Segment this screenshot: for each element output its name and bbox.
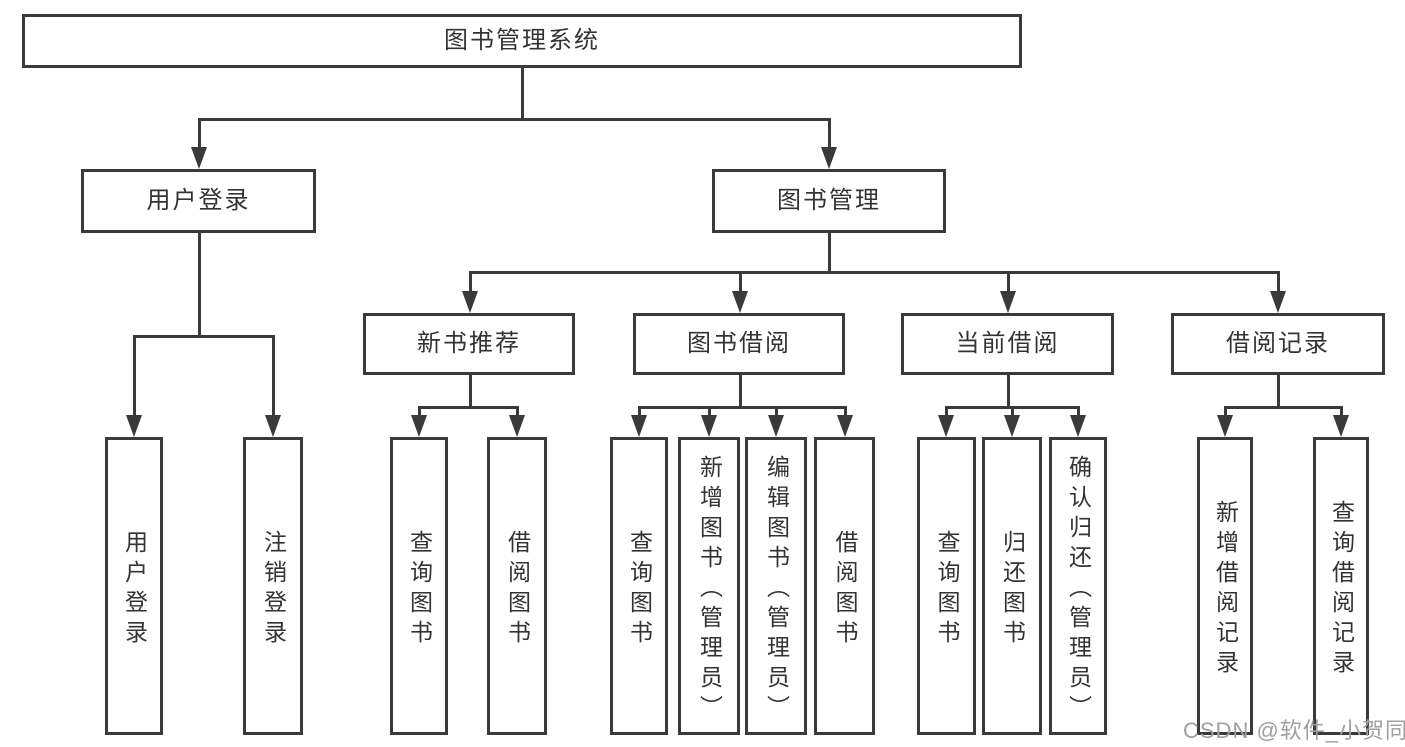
- connector-line: [944, 407, 948, 416]
- node-label: 查询图书: [406, 529, 433, 650]
- arrowhead-down-icon: [509, 415, 525, 437]
- connector-line: [843, 407, 847, 416]
- node-login: 用户登录: [105, 437, 163, 735]
- connector-line: [468, 375, 472, 408]
- connector-line: [1223, 407, 1227, 416]
- connector-line: [1006, 375, 1010, 408]
- node-query-books-2: 查询图书: [610, 437, 668, 735]
- node-confirm-return: 确认归还（管理员）: [1049, 437, 1107, 735]
- connector-line: [774, 407, 778, 416]
- arrowhead-down-icon: [1333, 415, 1349, 437]
- connector-line: [271, 336, 275, 416]
- connector-line: [707, 407, 711, 416]
- connector-line: [1223, 405, 1343, 409]
- connector-line: [1010, 407, 1014, 416]
- connector-line: [827, 119, 831, 148]
- connector-line: [1006, 272, 1010, 292]
- node-label: 用户登录: [146, 187, 251, 214]
- connector-line: [520, 68, 524, 119]
- node-borrowing-records: 借阅记录: [1171, 313, 1385, 375]
- arrowhead-down-icon: [1217, 415, 1233, 437]
- connector-line: [1276, 375, 1280, 408]
- connector-line: [197, 119, 201, 148]
- arrowhead-down-icon: [462, 291, 478, 313]
- arrowhead-down-icon: [191, 147, 207, 169]
- node-logout: 注销登录: [243, 437, 303, 735]
- node-label: 确认归还（管理员）: [1065, 454, 1092, 725]
- node-label: 图书管理系统: [444, 27, 600, 54]
- arrowhead-down-icon: [768, 415, 784, 437]
- connector-line: [515, 407, 519, 416]
- arrowhead-down-icon: [631, 415, 647, 437]
- connector-line: [1276, 272, 1280, 292]
- connector-line: [738, 375, 742, 408]
- node-borrow-books-2: 借阅图书: [814, 437, 875, 735]
- arrowhead-down-icon: [1270, 291, 1286, 313]
- watermark: CSDN @软件_小贺同学: [1183, 718, 1405, 743]
- node-book-management: 图书管理: [712, 169, 946, 233]
- arrowhead-down-icon: [1004, 415, 1020, 437]
- node-label: 借阅图书: [504, 529, 531, 650]
- node-label: 新增图书（管理员）: [696, 454, 723, 725]
- connector-line: [417, 407, 421, 416]
- connector-line: [637, 405, 847, 409]
- connector-line: [468, 270, 1280, 274]
- node-query-books-1: 查询图书: [390, 437, 448, 735]
- node-borrow-books-1: 借阅图书: [487, 437, 547, 735]
- connector-line: [1339, 407, 1343, 416]
- node-label: 归还图书: [999, 529, 1026, 650]
- node-label: 查询借阅记录: [1328, 499, 1355, 680]
- arrowhead-down-icon: [701, 415, 717, 437]
- node-label: 查询图书: [934, 529, 960, 650]
- node-label: 当前借阅: [955, 330, 1060, 357]
- node-label: 借阅记录: [1226, 330, 1330, 357]
- connector-line: [132, 336, 136, 416]
- node-label: 图书借阅: [687, 330, 791, 357]
- node-label: 新书推荐: [417, 330, 521, 357]
- arrowhead-down-icon: [732, 291, 748, 313]
- connector-line: [1076, 407, 1080, 416]
- connector-line: [468, 272, 472, 292]
- node-new-book-recommend: 新书推荐: [363, 313, 575, 375]
- arrowhead-down-icon: [411, 415, 427, 437]
- connector-line: [132, 334, 275, 338]
- arrowhead-down-icon: [837, 415, 853, 437]
- arrowhead-down-icon: [938, 415, 954, 437]
- connector-line: [827, 233, 831, 273]
- node-current-borrowing: 当前借阅: [901, 313, 1114, 375]
- connector-line: [197, 233, 201, 337]
- arrowhead-down-icon: [1000, 291, 1016, 313]
- node-label: 新增借阅记录: [1212, 499, 1239, 680]
- connector-line: [944, 405, 1080, 409]
- node-query-books-3: 查询图书: [917, 437, 976, 735]
- arrowhead-down-icon: [265, 415, 281, 437]
- arrowhead-down-icon: [126, 415, 142, 437]
- node-label: 查询图书: [626, 529, 653, 650]
- node-user-login: 用户登录: [81, 169, 316, 233]
- node-edit-books: 编辑图书（管理员）: [745, 437, 807, 735]
- connector-line: [637, 407, 641, 416]
- node-label: 注销登录: [260, 529, 287, 650]
- node-return-books: 归还图书: [982, 437, 1042, 735]
- node-add-books: 新增图书（管理员）: [678, 437, 740, 735]
- node-system: 图书管理系统: [22, 14, 1022, 68]
- node-label: 用户登录: [121, 529, 148, 650]
- arrowhead-down-icon: [821, 147, 837, 169]
- node-label: 编辑图书（管理员）: [763, 454, 790, 725]
- arrowhead-down-icon: [1070, 415, 1086, 437]
- node-add-borrow-record: 新增借阅记录: [1197, 437, 1253, 735]
- node-book-borrowing: 图书借阅: [633, 313, 845, 375]
- connector-line: [197, 117, 831, 121]
- node-query-borrow-record: 查询借阅记录: [1313, 437, 1369, 735]
- connector-line: [738, 272, 742, 292]
- node-label: 图书管理: [777, 187, 881, 214]
- node-label: 借阅图书: [832, 529, 858, 650]
- connector-line: [417, 405, 519, 409]
